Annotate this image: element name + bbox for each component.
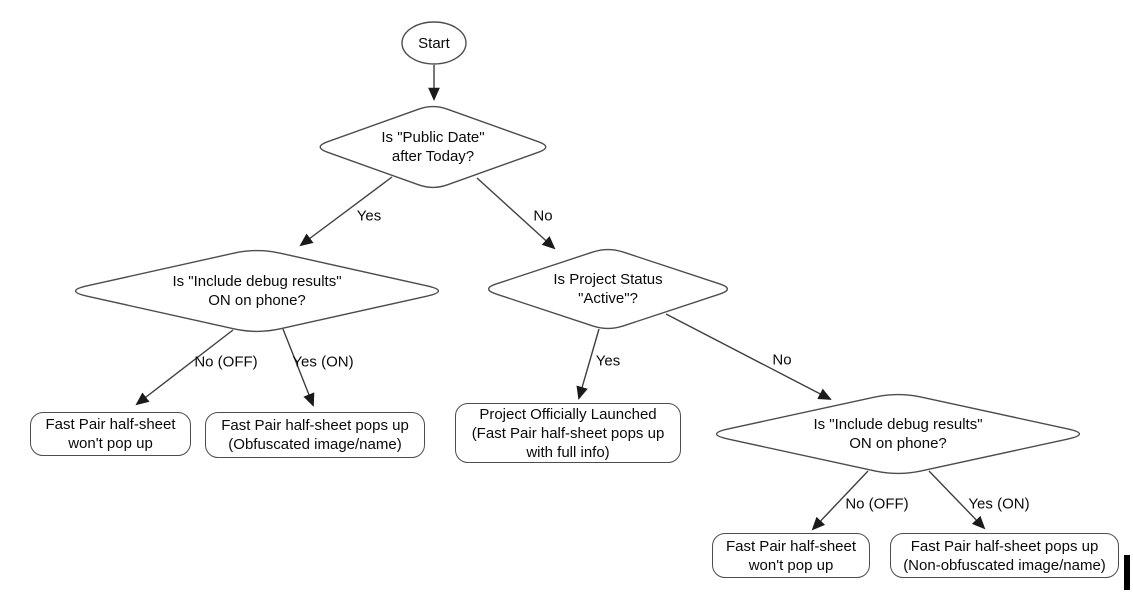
decision-public-date-label: Is "Public Date" after Today? [333,104,533,190]
label-line: (Obfuscated image/name) [228,436,402,453]
start-node-label: Start [402,22,466,64]
label-line: Is Project Status [553,271,663,288]
label-line: "Active"? [578,290,638,307]
edge-label-debug-right-no: No (OFF) [845,495,909,513]
decision-public-date-shape [319,105,547,189]
label-line: Is "Include debug results" [813,416,983,433]
edge-status-yes [576,328,600,400]
label-line: Fast Pair half-sheet pops up [221,417,409,434]
label-line: (Non-obfuscated image/name) [903,556,1106,574]
decision-project-status-shape [487,248,729,330]
edge-label-debug-left-no: No (OFF) [194,353,258,371]
edge-debug-right-yes [928,470,986,530]
terminal-project-launched: Project Officially Launched (Fast Pair h… [455,403,681,463]
label-line: Project Officially Launched [479,405,657,423]
start-node-shape [401,21,467,65]
label-line: Fast Pair half-sheet pops up [910,537,1099,555]
edge-debug-right-no [811,470,869,531]
edge-status-no [665,313,832,400]
decision-debug-right-label: Is "Include debug results" ON on phone? [748,392,1048,476]
label-line: Is "Include debug results" [172,273,342,290]
label-line: won't pop up [68,435,153,452]
terminal-obfuscated-popup: Fast Pair half-sheet pops up (Obfuscated… [205,412,425,458]
label-line: won't pop up [748,556,834,574]
edge-debug-left-yes [282,328,315,407]
edge-public-date-yes [299,176,393,247]
edge-label-debug-left-yes: Yes (ON) [292,353,354,371]
edge-debug-left-no [135,329,234,406]
edge-label-public-date-yes: Yes [356,207,382,225]
label-line: after Today? [391,148,475,165]
terminal-wont-popup-right: Fast Pair half-sheet won't pop up [712,533,870,578]
label-line: Fast Pair half-sheet [725,537,857,555]
label-line: ON on phone? [849,435,947,452]
label-line: Start [418,34,450,52]
decision-debug-left-shape [74,249,440,333]
decision-debug-left-label: Is "Include debug results" ON on phone? [107,248,407,334]
edge-label-status-no: No [772,351,792,369]
edge-public-date-no [476,177,556,250]
decision-debug-right-shape [715,393,1081,475]
label-line: Is "Public Date" [381,129,485,146]
label-line: (Fast Pair half-sheet pops up [471,424,665,442]
label-line: ON on phone? [208,292,306,309]
label-line: with full info) [526,443,610,461]
edge-label-public-date-no: No [533,207,553,225]
terminal-non-obfuscated-popup: Fast Pair half-sheet pops up (Non-obfusc… [890,533,1119,578]
edge-label-debug-right-yes: Yes (ON) [968,495,1030,513]
terminal-wont-popup-left: Fast Pair half-sheet won't pop up [30,412,191,456]
decision-project-status-label: Is Project Status "Active"? [483,247,733,331]
label-line: Fast Pair half-sheet [45,416,176,433]
text-cursor-artifact [1124,555,1130,590]
edge-label-status-yes: Yes [595,352,621,370]
